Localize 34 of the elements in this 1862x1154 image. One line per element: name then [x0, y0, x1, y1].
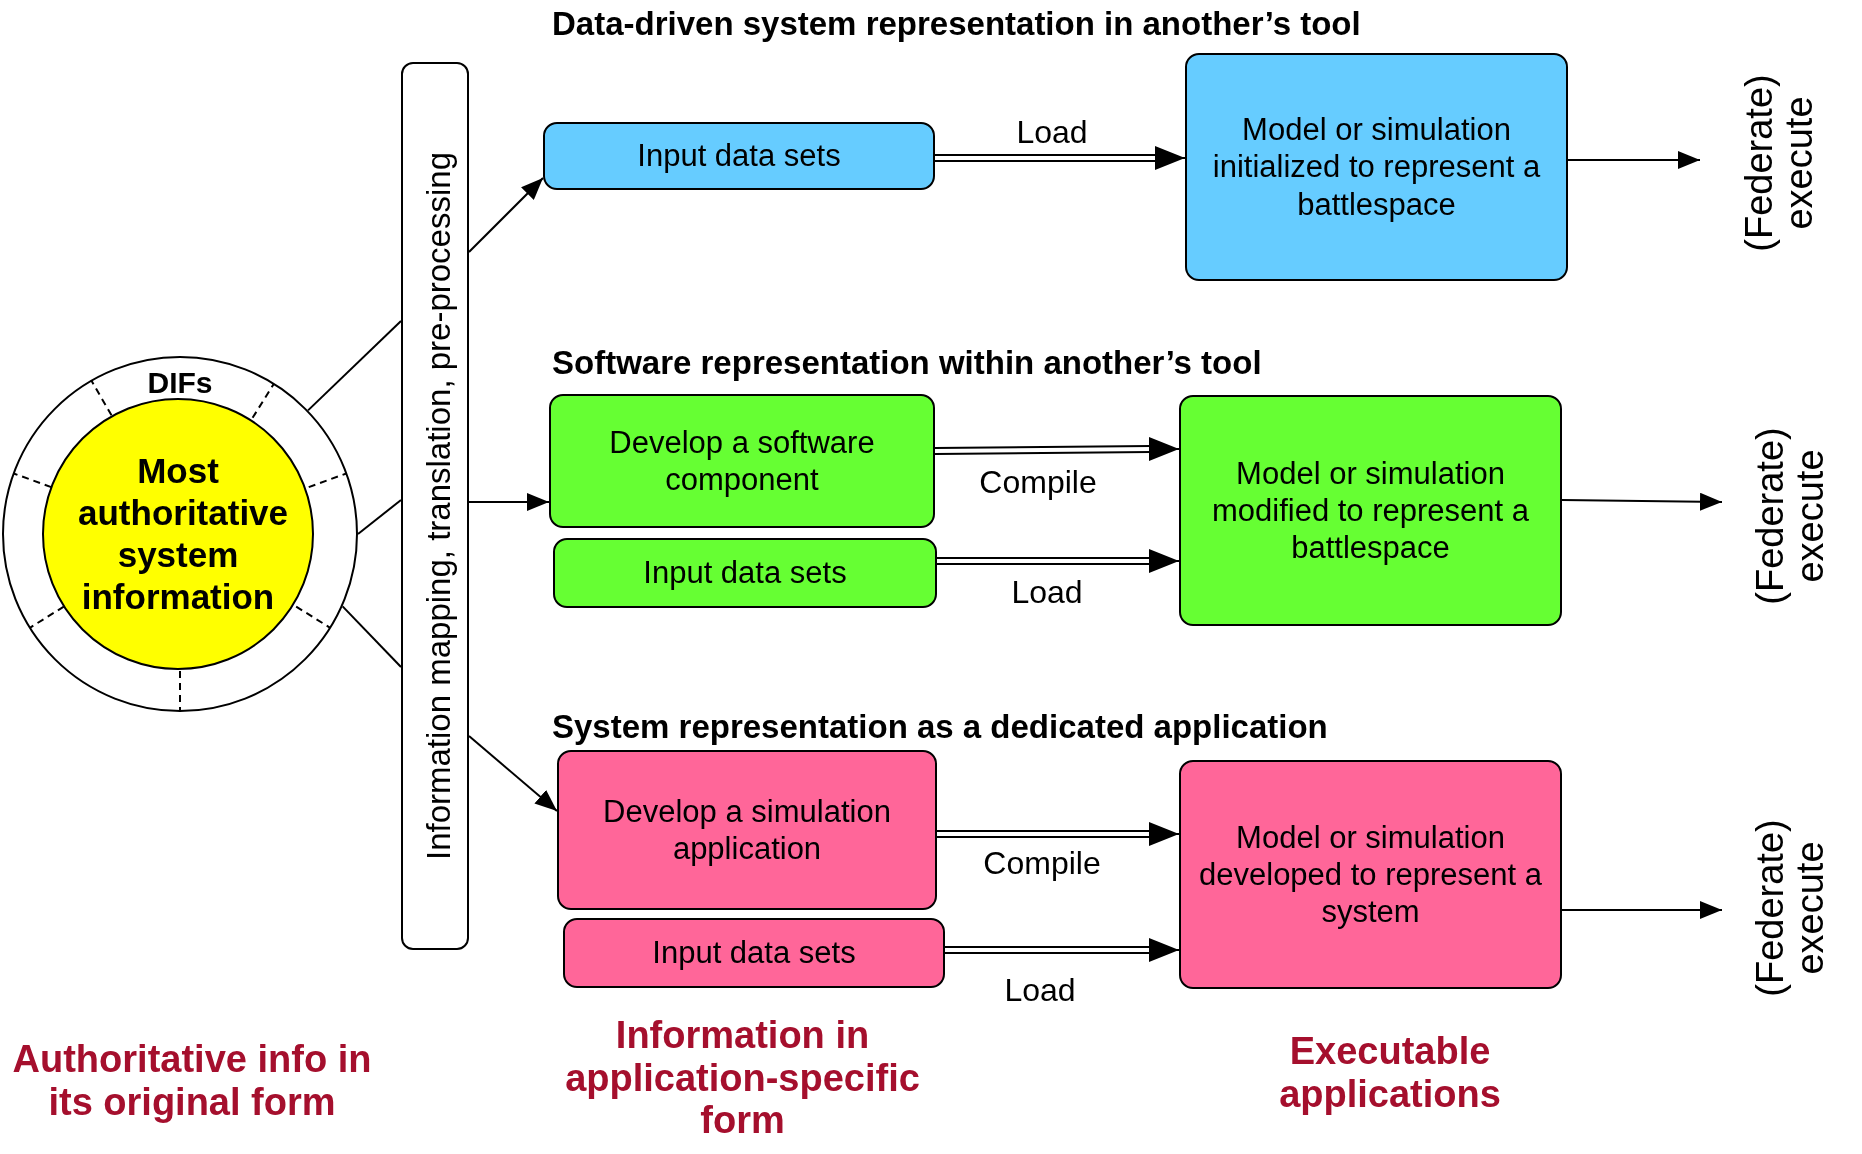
column-caption: Authoritative info in its original form: [12, 1038, 372, 1124]
process-bar: Information mapping, translation, pre-processing: [401, 62, 469, 950]
arrow: [468, 735, 558, 812]
connector-line: [307, 320, 402, 412]
ring-circle: DIFs Most authoritative system information: [2, 356, 358, 712]
section-heading: Data-driven system representation in another’s tool: [552, 6, 1362, 43]
double-arrow: [944, 938, 1180, 962]
process-box: Model or simulation modified to represent a battlespace: [1179, 395, 1562, 626]
process-box: Model or simulation initialized to represent a battlespace: [1185, 53, 1568, 281]
arrow: [1561, 901, 1723, 919]
process-box: Input data sets: [543, 122, 935, 190]
column-caption: Information in application-specific form: [564, 1014, 921, 1142]
process-box: Input data sets: [553, 538, 937, 608]
double-arrow: [936, 549, 1180, 573]
rotated-label: (Federate) execute: [1700, 65, 1860, 261]
arrow: [1567, 151, 1701, 169]
process-box: Input data sets: [563, 918, 945, 988]
connector-line: [341, 605, 402, 668]
double-arrow: [936, 822, 1180, 846]
arrow: [468, 177, 544, 253]
section-heading: System representation as a dedicated application: [552, 709, 1329, 746]
rotated-label: (Federate) execute: [1722, 807, 1860, 1009]
arrow: [468, 493, 550, 511]
process-box: Develop a simulation application: [557, 750, 937, 910]
rotated-label: (Federate) execute: [1722, 415, 1860, 617]
column-caption: Executable applications: [1278, 1030, 1502, 1116]
info-circle: Most authoritative system information: [42, 398, 314, 670]
double-arrow: [934, 437, 1180, 461]
process-box: Model or simulation developed to represent a system: [1179, 760, 1562, 989]
process-box: Develop a software component: [549, 394, 935, 528]
double-arrow: [934, 146, 1186, 170]
section-heading: Software representation within another’s tool: [552, 345, 1263, 382]
connector-line: [357, 499, 402, 535]
arrow: [1561, 492, 1723, 511]
